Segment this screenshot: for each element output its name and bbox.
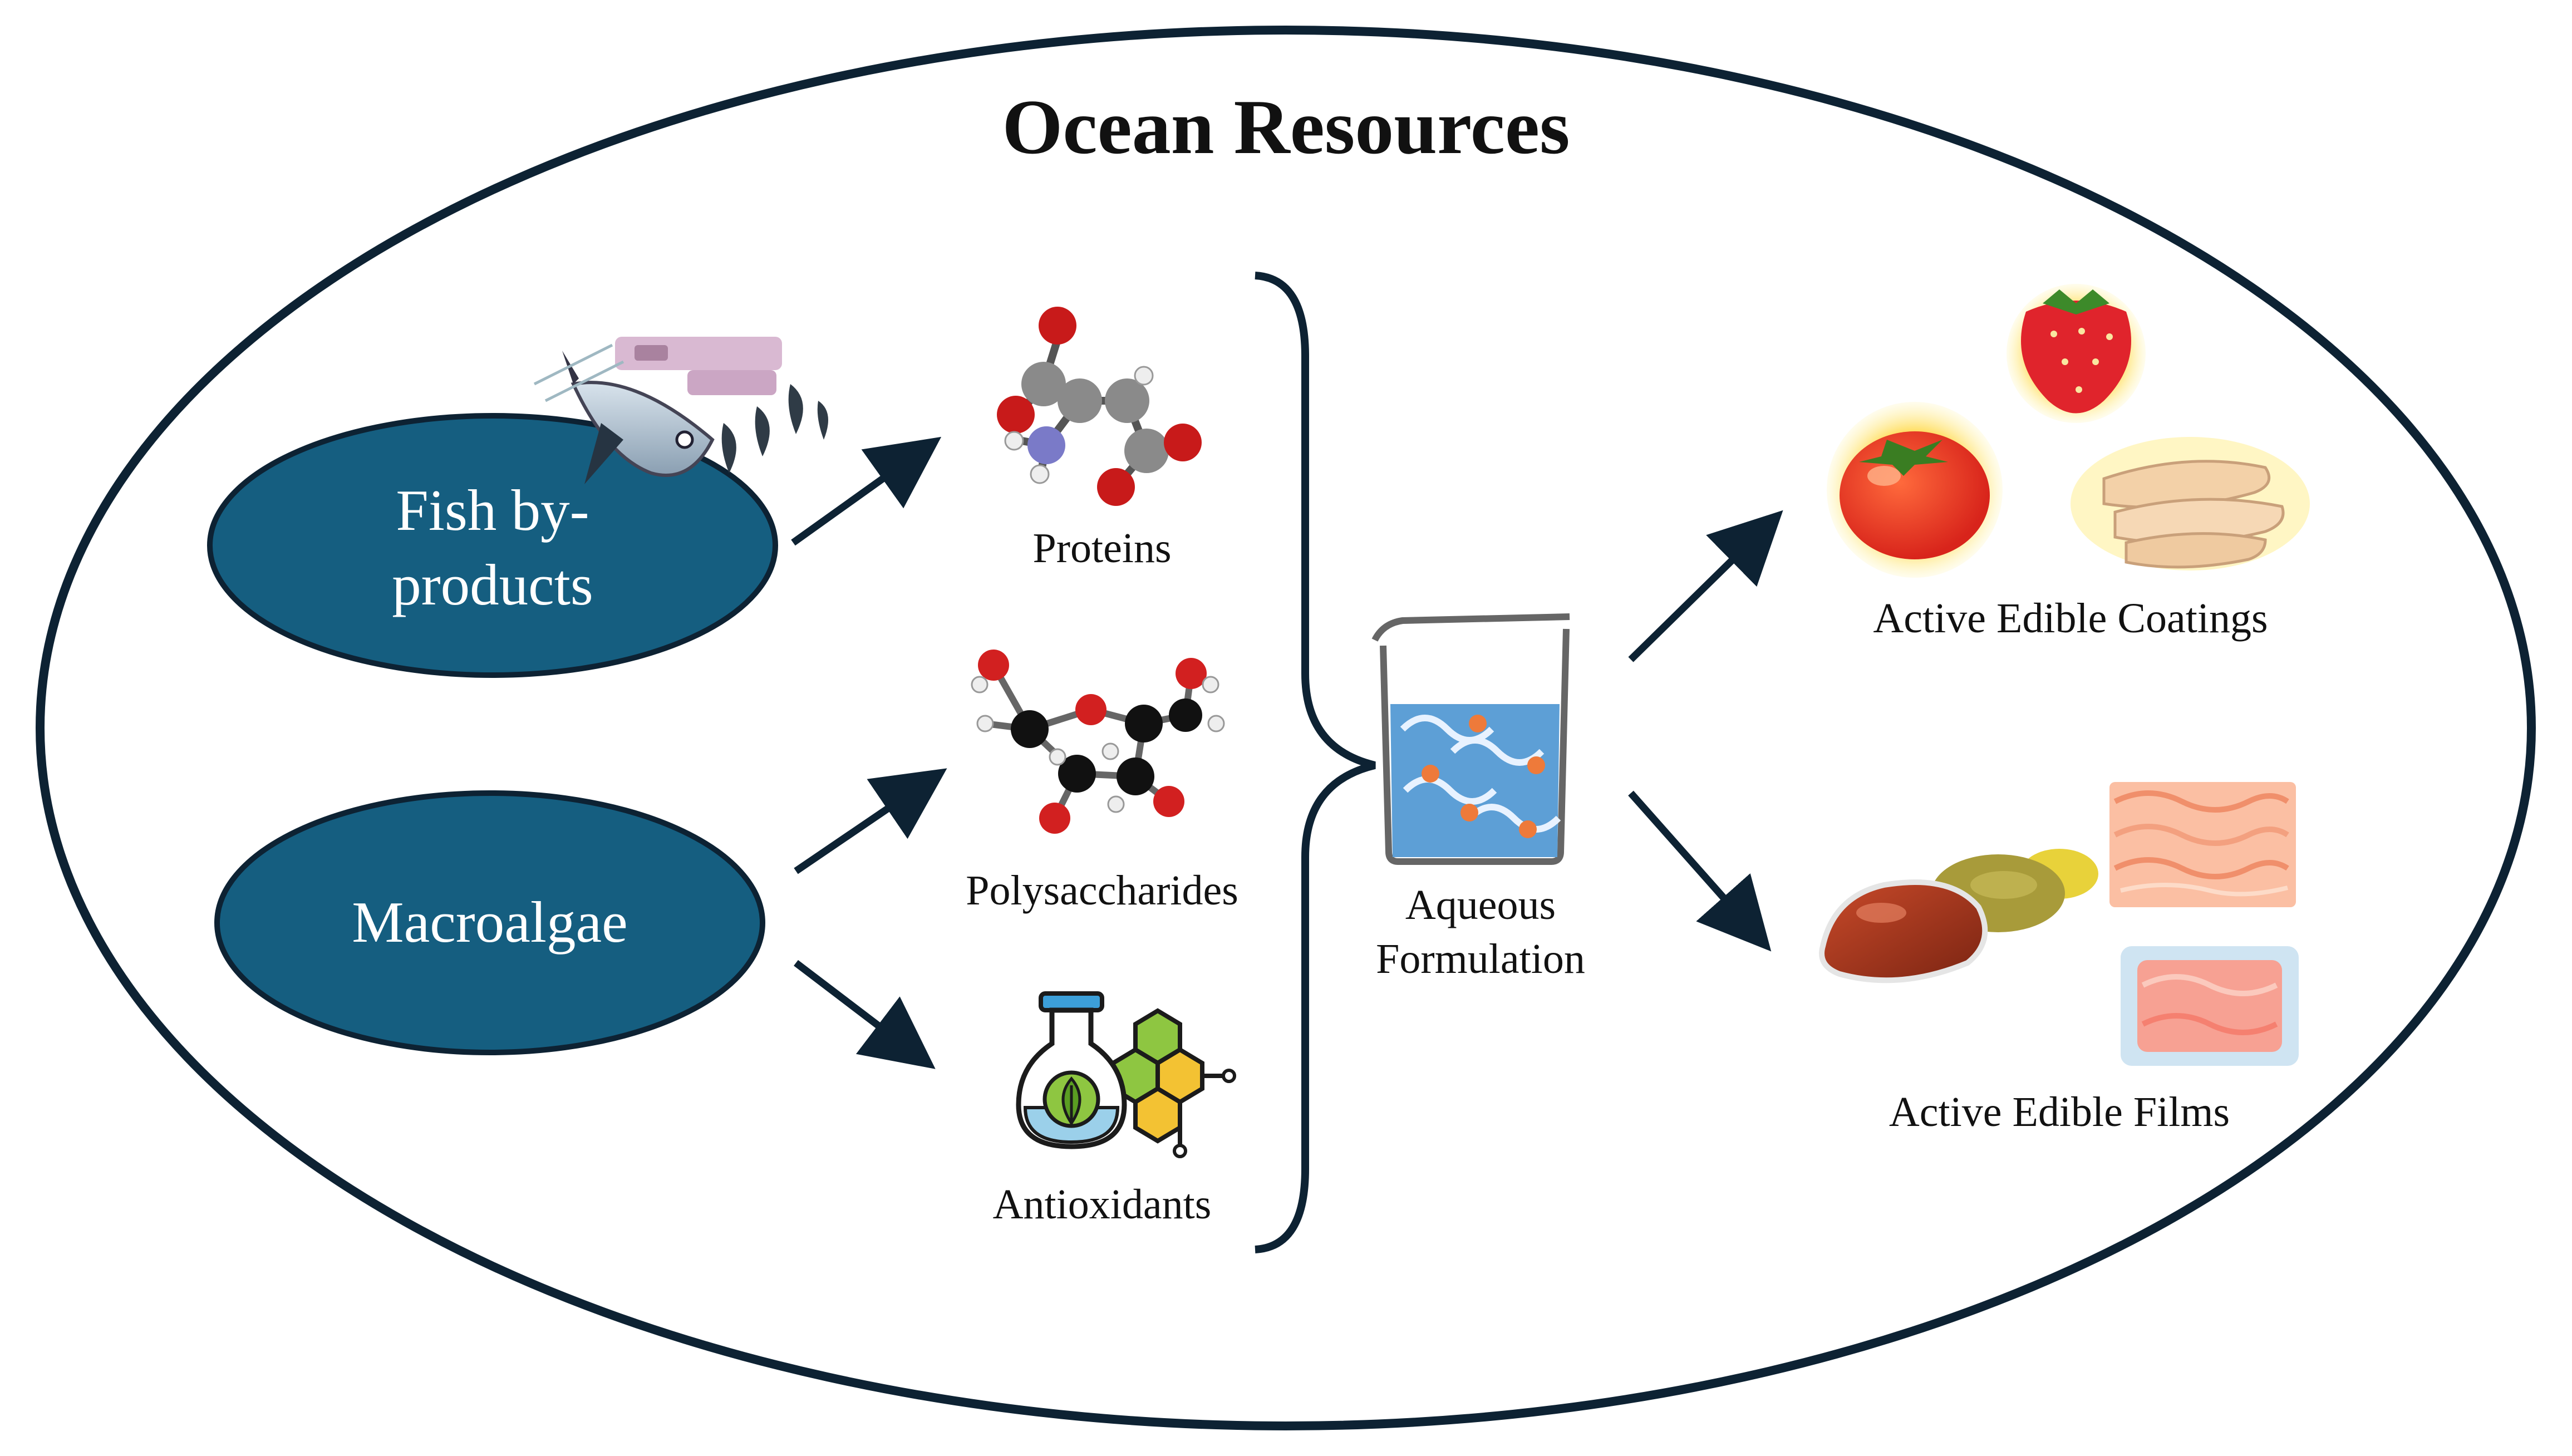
- edible-film-sheets-icon: [2109, 782, 2299, 1066]
- ocean-resources-boundary: [36, 26, 2536, 1430]
- active-edible-films-label: Active Edible Films: [1889, 1089, 2230, 1135]
- macroalgae-label: Macroalgae: [352, 889, 628, 955]
- polysaccharides-label: Polysaccharides: [966, 867, 1238, 914]
- macroalgae-node: [214, 790, 765, 1055]
- aqueous-formulation-label: Aqueous Formulation: [1258, 878, 1703, 986]
- arrow-fish-to-proteins: [791, 436, 942, 546]
- fish-byproducts-label-line1: Fish by-: [396, 478, 589, 543]
- arrow-formulation-to-films: [1628, 790, 1772, 952]
- antioxidant-flask-icon: [1016, 991, 1236, 1158]
- proteins-label: Proteins: [1032, 525, 1172, 572]
- beaker-icon: [1371, 613, 1570, 865]
- edible-film-pouches-icon: [1819, 846, 2098, 985]
- arrow-macroalgae-to-polysaccharides: [794, 768, 947, 874]
- fish-byproducts-node: [207, 413, 778, 678]
- aqueous-formulation-line1: Aqueous: [1405, 882, 1556, 928]
- arrow-formulation-to-coatings: [1628, 510, 1783, 662]
- strawberry-icon: [2007, 284, 2146, 423]
- active-edible-coatings-label: Active Edible Coatings: [1873, 595, 2268, 642]
- aqueous-formulation-line2: Formulation: [1376, 935, 1585, 982]
- diagram-title: Ocean Resources: [1002, 84, 1570, 170]
- fish-byproducts-label: Fish by- products: [214, 473, 771, 623]
- fish-fillet-icon: [2071, 437, 2310, 570]
- protein-molecule-icon: [997, 307, 1202, 506]
- tomato-icon: [1827, 402, 2003, 578]
- fish-icon: [533, 337, 828, 484]
- polysaccharide-molecule-icon: [971, 650, 1225, 834]
- arrow-macroalgae-to-antioxidants: [794, 960, 936, 1069]
- grouping-brace: [1255, 272, 1376, 1253]
- fish-byproducts-label-line2: products: [392, 552, 593, 618]
- antioxidants-label: Antioxidants: [992, 1181, 1212, 1228]
